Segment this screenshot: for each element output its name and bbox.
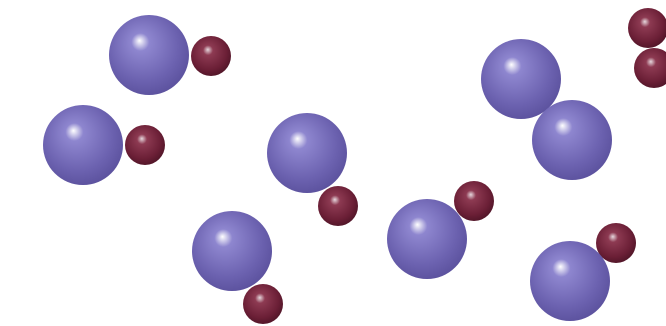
- large-sphere: [387, 199, 467, 279]
- large-sphere: [532, 100, 612, 180]
- large-sphere: [481, 39, 561, 119]
- large-sphere: [192, 211, 272, 291]
- large-sphere: [43, 105, 123, 185]
- small-sphere: [243, 284, 283, 324]
- large-sphere: [267, 113, 347, 193]
- small-sphere: [454, 181, 494, 221]
- small-sphere: [634, 48, 666, 88]
- small-sphere: [318, 186, 358, 226]
- small-sphere: [125, 125, 165, 165]
- small-sphere: [191, 36, 231, 76]
- small-sphere: [628, 8, 666, 48]
- large-sphere: [530, 241, 610, 321]
- large-sphere: [109, 15, 189, 95]
